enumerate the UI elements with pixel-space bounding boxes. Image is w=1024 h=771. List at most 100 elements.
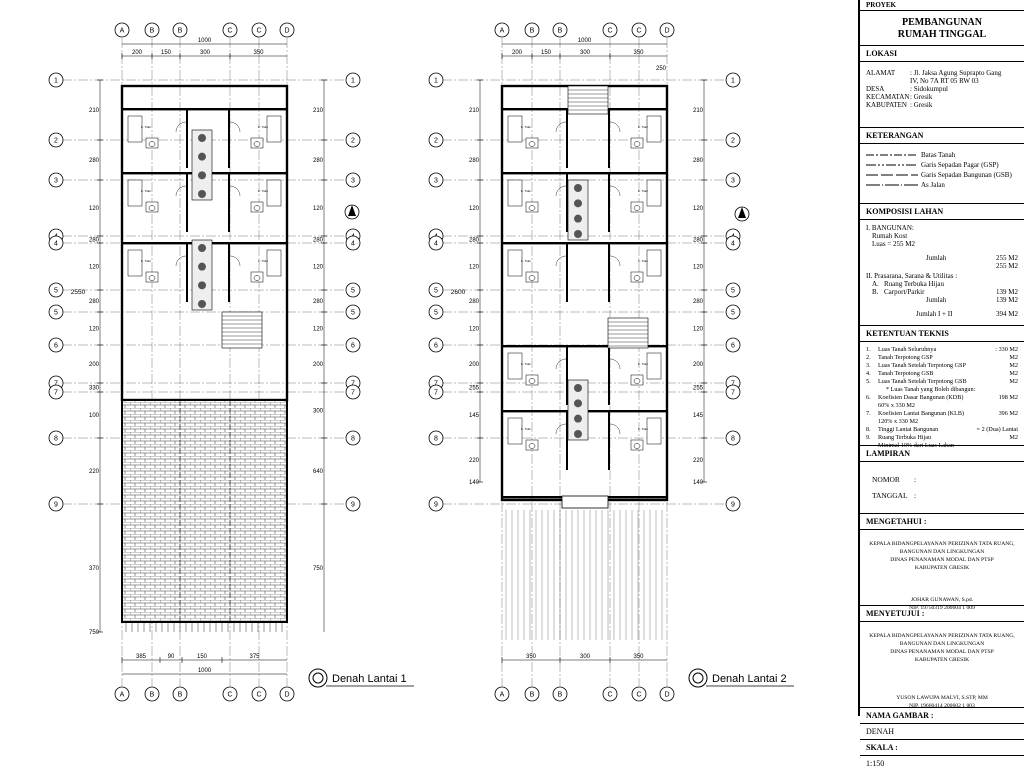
grid-bubble — [345, 304, 361, 320]
room-label: K. Tidur — [521, 427, 531, 431]
legend-gsp: Garis Sepadan Pagar (GSP) — [921, 161, 999, 169]
door-swing — [609, 255, 621, 267]
grid-bubble — [345, 496, 361, 512]
right-dimension: 640 — [313, 469, 324, 475]
ketentuan-num: 9. — [866, 434, 871, 441]
tanggal-label: TANGGAL — [872, 491, 908, 500]
grid-bubble — [725, 282, 741, 298]
grid-bubble — [428, 304, 444, 320]
left-dimension: 220 — [89, 469, 100, 475]
room-wall-horizontal — [502, 345, 667, 348]
door-swing — [175, 255, 187, 267]
right-dimension: 120 — [693, 265, 704, 271]
menyetujui-line: KABUPATEN GRESIK — [914, 657, 970, 663]
light-fixture — [198, 281, 206, 290]
north-arrow-pointer — [348, 205, 356, 216]
ketentuan-value: 198 M2 — [998, 394, 1018, 401]
corridor-wall-right — [608, 345, 610, 405]
light-fixture-strip — [567, 179, 589, 241]
komposisi-label: KOMPOSISI LAHAN — [860, 204, 1024, 220]
grid-bubble-label: 6 — [54, 343, 58, 350]
room-label: K. Tidur — [521, 125, 531, 129]
grid-bubble-label: 3 — [731, 178, 735, 185]
grid-bubble-label: A — [500, 28, 505, 35]
grid-bubble — [725, 235, 741, 251]
left-dimension: 145 — [469, 413, 480, 419]
grid-bubble-label: C — [607, 692, 612, 699]
lampiran-label: LAMPIRAN — [860, 446, 1024, 462]
grid-bubble-label: 8 — [54, 436, 58, 443]
bed — [127, 115, 143, 143]
ketentuan-item: Luas Tanah Setelah Terpotong GSP — [878, 362, 966, 369]
grid-bubble — [725, 430, 741, 446]
proyek-label: PROYEK — [860, 0, 1024, 11]
left-dimension: 200 — [89, 362, 100, 368]
ketentuan-item: Luas Tanah Setelah Terpotong GSB — [878, 378, 967, 385]
komposisi-jumlah2-value: 139 M2 — [996, 296, 1018, 304]
ketentuan-num: 3. — [866, 362, 871, 369]
bottom-dimension: 375 — [249, 654, 260, 660]
toilet — [630, 137, 644, 149]
kabupaten-key: KABUPATEN — [866, 101, 907, 109]
ketentuan-num: 2. — [866, 354, 871, 361]
stair — [567, 85, 609, 115]
legend-line-batas — [866, 154, 918, 156]
ketentuan-note: 60% x 330 M2 — [878, 402, 915, 409]
left-dimension: 140 — [469, 480, 480, 486]
lokasi-label: LOKASI — [860, 46, 1024, 62]
alamat-key: ALAMAT — [866, 69, 896, 77]
grid-bubble-label: 4 — [434, 241, 438, 248]
toilet — [525, 271, 539, 283]
toilet — [145, 137, 159, 149]
toilet-bowl — [633, 378, 641, 384]
light-fixture — [574, 214, 582, 223]
grid-bubble — [345, 172, 361, 188]
komposisi-prasarana: II. Prasarana, Sarana & Utilitas : — [866, 272, 958, 280]
light-fixture — [574, 230, 582, 238]
grid-bubble — [48, 304, 64, 320]
ketentuan-num: 1. — [866, 346, 871, 353]
left-dimension: 280 — [469, 158, 480, 164]
north-arrow-pointer — [738, 207, 746, 218]
kecamatan-value: : Gresik — [910, 93, 933, 101]
door-swing — [609, 185, 621, 197]
left-dimension: 120 — [469, 265, 480, 271]
grid-bubble-label: 7 — [351, 381, 355, 388]
ketentuan-num: 8. — [866, 426, 871, 433]
desa-key: DESA — [866, 85, 885, 93]
grid-bubble — [48, 384, 64, 400]
top-dimension-extra: 250 — [656, 66, 667, 72]
room-label: K. Tidur — [638, 427, 648, 431]
grid-bubble-label: C — [227, 692, 232, 699]
room-label: K. Tidur — [258, 125, 268, 129]
grid-bubble-label: B — [530, 28, 535, 35]
bottom-dimension: 350 — [633, 654, 644, 660]
floor-plan-drawing: AABBBBCCCCDD1122334444555566777788992001… — [48, 22, 794, 702]
toilet-bowl — [633, 205, 641, 211]
right-dimension: 120 — [693, 206, 704, 212]
ketentuan-item: Tanah Terpotong GSP — [878, 354, 933, 361]
toilet-bowl — [148, 275, 156, 281]
left-dimension: 200 — [469, 362, 480, 368]
ketentuan-item: Koefisien Lantai Bangunan (KLB) — [878, 410, 965, 417]
grid-bubble — [172, 22, 188, 38]
grid-bubble — [602, 22, 618, 38]
grid-bubble — [114, 686, 130, 702]
door-swing — [229, 255, 241, 267]
corridor-wall-left — [566, 172, 568, 232]
skala-label: SKALA : — [860, 740, 1024, 756]
right-dimension: 200 — [693, 362, 704, 368]
left-dimension: 280 — [89, 299, 100, 305]
left-dimension: 255 — [469, 386, 480, 392]
corridor-wall-left — [186, 242, 188, 302]
grid-bubble — [428, 235, 444, 251]
komposisi-jumlah-label: Jumlah — [926, 254, 947, 262]
bed — [646, 352, 662, 380]
ketentuan-item: Tinggi Lantai Bangunan — [878, 426, 939, 433]
left-dimension: 750 — [89, 630, 100, 636]
legend-line-gsp — [866, 164, 918, 166]
toilet-bowl — [253, 141, 261, 147]
grid-bubble-label: B — [150, 28, 155, 35]
grid-bubble-label: 1 — [731, 78, 735, 85]
mengetahui-line: DINAS PENANAMAN MODAL DAN PTSP — [890, 557, 994, 563]
